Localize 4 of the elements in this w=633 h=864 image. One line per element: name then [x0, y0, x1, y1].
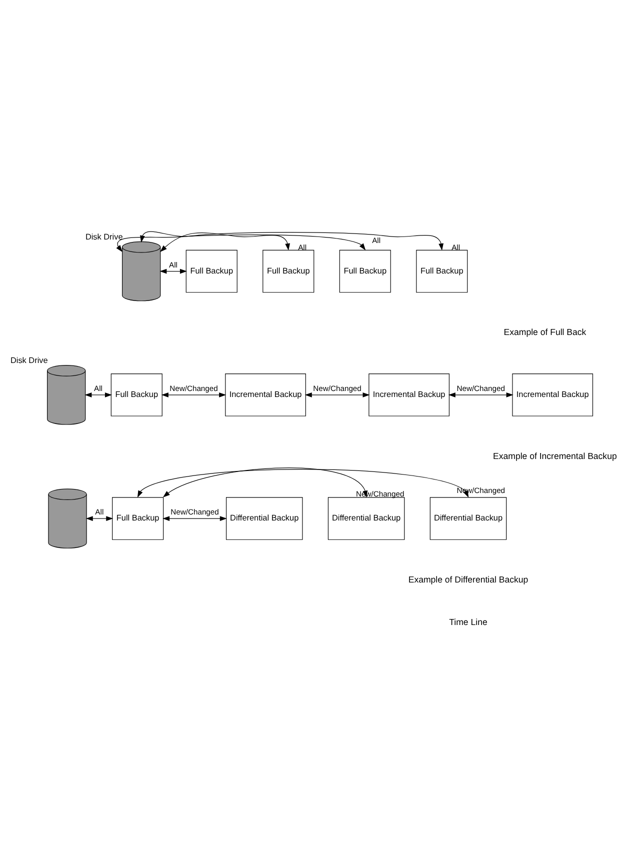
- label: Example of Full Back: [504, 326, 586, 337]
- label: Time Line: [449, 616, 488, 627]
- label: Example of Differential Backup: [408, 574, 528, 584]
- label: Example of Incremental Backup: [493, 450, 617, 460]
